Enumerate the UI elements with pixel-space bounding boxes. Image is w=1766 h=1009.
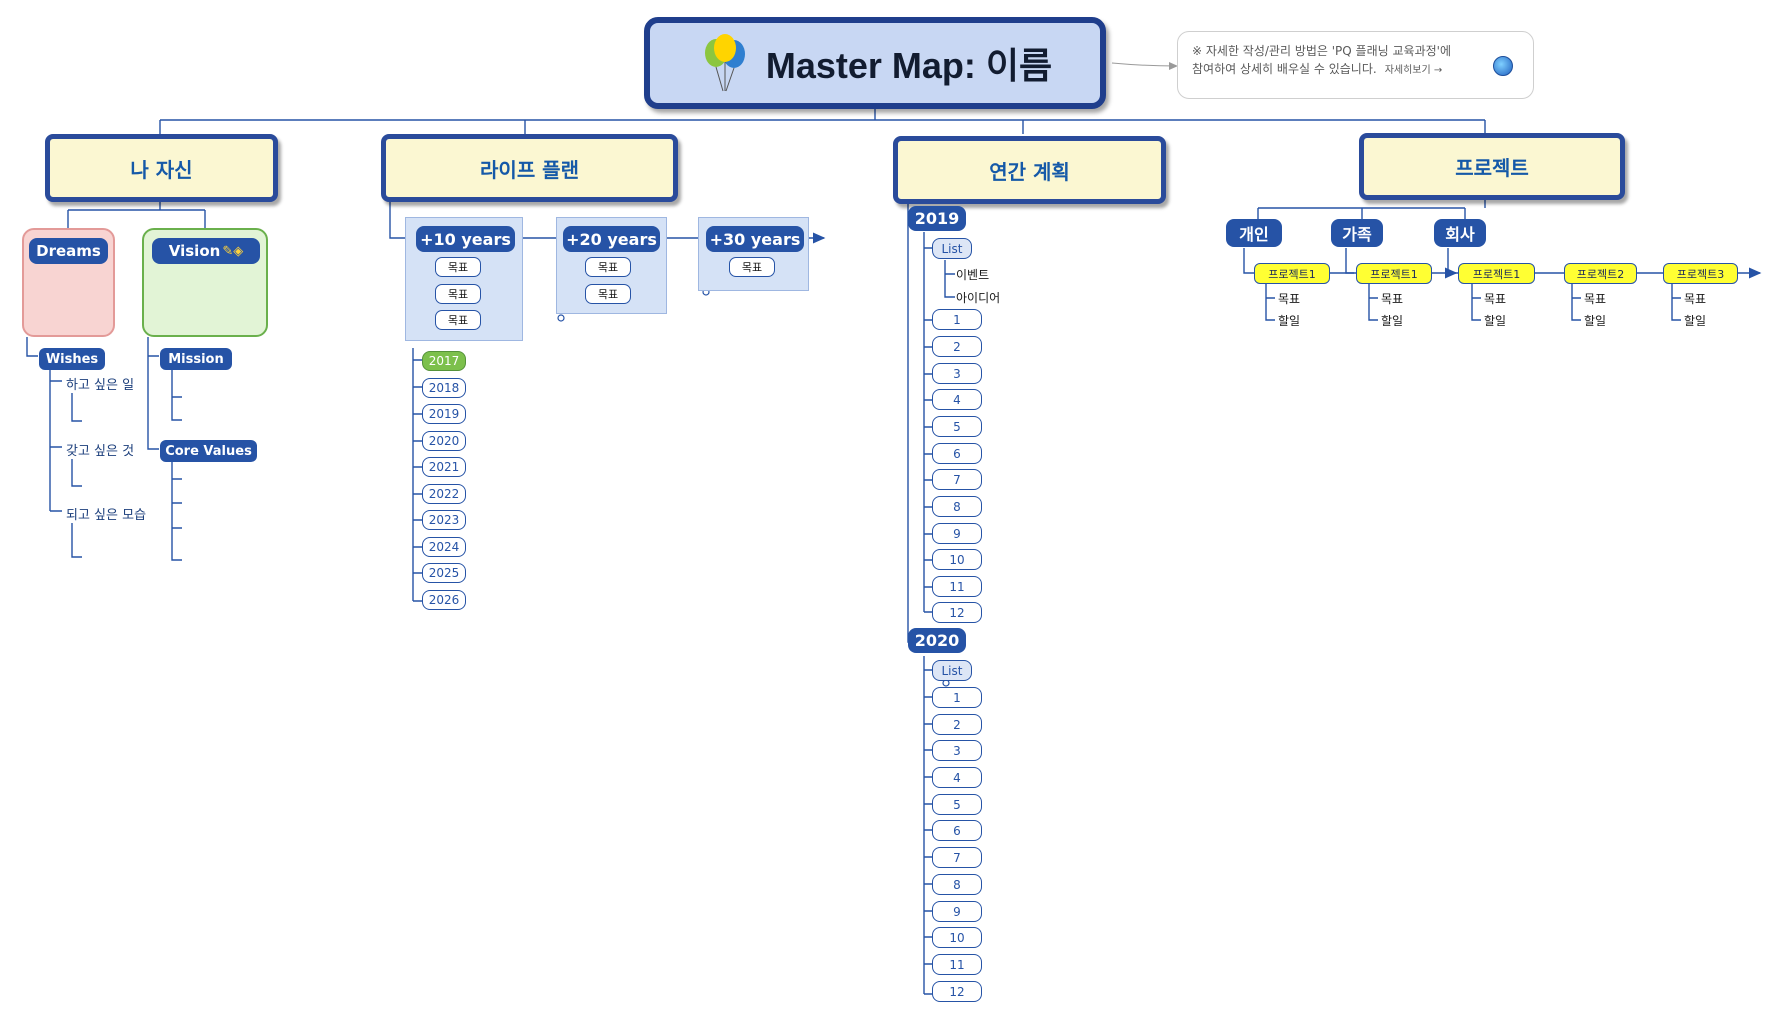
project-sub-goal[interactable]: 목표 (1381, 292, 1404, 306)
goal-item[interactable]: 목표 (585, 257, 631, 277)
project-sub-task[interactable]: 할일 (1584, 314, 1607, 328)
more-link[interactable]: 자세히보기 → (1384, 65, 1443, 76)
goal-item[interactable]: 목표 (435, 284, 481, 304)
main-topic-life-plan[interactable]: 라이프 플랜 (381, 134, 678, 202)
project-sub-task[interactable]: 할일 (1484, 314, 1507, 328)
goal-item[interactable]: 목표 (729, 257, 775, 277)
central-topic[interactable]: Master Map: 이름 (644, 17, 1106, 109)
goal-item[interactable]: 목표 (435, 310, 481, 330)
month-item[interactable]: 12 (932, 981, 982, 1002)
edit-pencil-icon: ✎ (222, 243, 234, 259)
month-item[interactable]: 10 (932, 549, 982, 570)
project-sub-task[interactable]: 할일 (1278, 314, 1301, 328)
month-item[interactable]: 3 (932, 740, 982, 761)
year-item[interactable]: 2022 (422, 484, 466, 504)
goal-item[interactable]: 목표 (585, 284, 631, 304)
month-item[interactable]: 6 (932, 820, 982, 841)
year-item[interactable]: 2020 (422, 431, 466, 451)
year-item[interactable]: 2021 (422, 457, 466, 477)
project-item[interactable]: 프로젝트2 (1564, 263, 1637, 284)
year-item-current[interactable]: 2017 (422, 351, 466, 371)
month-item[interactable]: 8 (932, 874, 982, 895)
mission-topic[interactable]: Mission (160, 348, 232, 370)
month-item[interactable]: 11 (932, 954, 982, 975)
project-sub-goal[interactable]: 목표 (1484, 292, 1507, 306)
wishes-topic[interactable]: Wishes (39, 348, 105, 370)
project-item[interactable]: 프로젝트3 (1663, 263, 1738, 284)
month-item[interactable]: 1 (932, 309, 982, 330)
month-item[interactable]: 5 (932, 794, 982, 815)
month-item[interactable]: 5 (932, 416, 982, 437)
list-item-event[interactable]: 이벤트 (956, 268, 990, 282)
month-item[interactable]: 3 (932, 363, 982, 384)
list-topic[interactable]: List (932, 660, 972, 681)
project-sub-task[interactable]: 할일 (1381, 314, 1404, 328)
central-title: Master Map: 이름 (765, 45, 1053, 86)
year-item[interactable]: 2019 (422, 404, 466, 424)
year-item[interactable]: 2024 (422, 537, 466, 557)
month-item[interactable]: 11 (932, 576, 982, 597)
wish-item[interactable]: 하고 싶은 일 (66, 378, 135, 393)
balloons-icon (704, 34, 745, 92)
wish-item[interactable]: 갖고 싶은 것 (66, 444, 135, 459)
list-topic[interactable]: List (932, 238, 972, 259)
month-item[interactable]: 2 (932, 336, 982, 357)
year-item[interactable]: 2025 (422, 563, 466, 583)
month-item[interactable]: 4 (932, 767, 982, 788)
main-topic-projects[interactable]: 프로젝트 (1359, 133, 1625, 200)
month-item[interactable]: 10 (932, 927, 982, 948)
vision-topic[interactable]: Vision ✎ ◈ (152, 238, 260, 264)
month-item[interactable]: 8 (932, 496, 982, 517)
list-item-idea[interactable]: 아이디어 (956, 291, 1001, 305)
wish-item[interactable]: 되고 싶은 모습 (66, 508, 147, 523)
year-item[interactable]: 2026 (422, 590, 466, 610)
map-icon: ◈ (233, 243, 244, 259)
project-sub-goal[interactable]: 목표 (1278, 292, 1301, 306)
month-item[interactable]: 7 (932, 847, 982, 868)
note-line-1: ※ 자세한 작성/관리 방법은 'PQ 플래닝 교육과정'에 (1192, 44, 1451, 58)
project-sub-goal[interactable]: 목표 (1684, 292, 1707, 306)
month-item[interactable]: 12 (932, 602, 982, 623)
year-item[interactable]: 2018 (422, 378, 466, 398)
project-group-personal[interactable]: 개인 (1226, 219, 1282, 247)
month-item[interactable]: 7 (932, 469, 982, 490)
main-topic-annual-plan[interactable]: 연간 계획 (893, 136, 1166, 204)
month-item[interactable]: 9 (932, 901, 982, 922)
note-line-2: 참여하여 상세히 배우실 수 있습니다.자세히보기 → (1192, 62, 1443, 76)
month-item[interactable]: 1 (932, 687, 982, 708)
project-group-family[interactable]: 가족 (1331, 219, 1383, 247)
period-30-years[interactable]: +30 years (706, 226, 804, 252)
dreams-topic[interactable]: Dreams (29, 238, 108, 264)
globe-icon[interactable] (1493, 56, 1513, 76)
period-10-years[interactable]: +10 years (416, 226, 515, 252)
month-item[interactable]: 6 (932, 443, 982, 464)
year-item[interactable]: 2023 (422, 510, 466, 530)
main-topic-self[interactable]: 나 자신 (45, 134, 278, 202)
project-item[interactable]: 프로젝트1 (1356, 263, 1432, 284)
annual-year-2019[interactable]: 2019 (908, 206, 966, 231)
month-item[interactable]: 9 (932, 523, 982, 544)
core-values-topic[interactable]: Core Values (160, 440, 257, 462)
project-sub-goal[interactable]: 목표 (1584, 292, 1607, 306)
month-item[interactable]: 4 (932, 389, 982, 410)
annual-year-2020[interactable]: 2020 (908, 628, 966, 653)
project-item[interactable]: 프로젝트1 (1458, 263, 1535, 284)
period-20-years[interactable]: +20 years (563, 226, 660, 252)
project-item[interactable]: 프로젝트1 (1254, 263, 1330, 284)
info-note: ※ 자세한 작성/관리 방법은 'PQ 플래닝 교육과정'에 참여하여 상세히 … (1177, 31, 1534, 99)
project-group-company[interactable]: 회사 (1434, 219, 1486, 247)
month-item[interactable]: 2 (932, 714, 982, 735)
project-sub-task[interactable]: 할일 (1684, 314, 1707, 328)
goal-item[interactable]: 목표 (435, 257, 481, 277)
